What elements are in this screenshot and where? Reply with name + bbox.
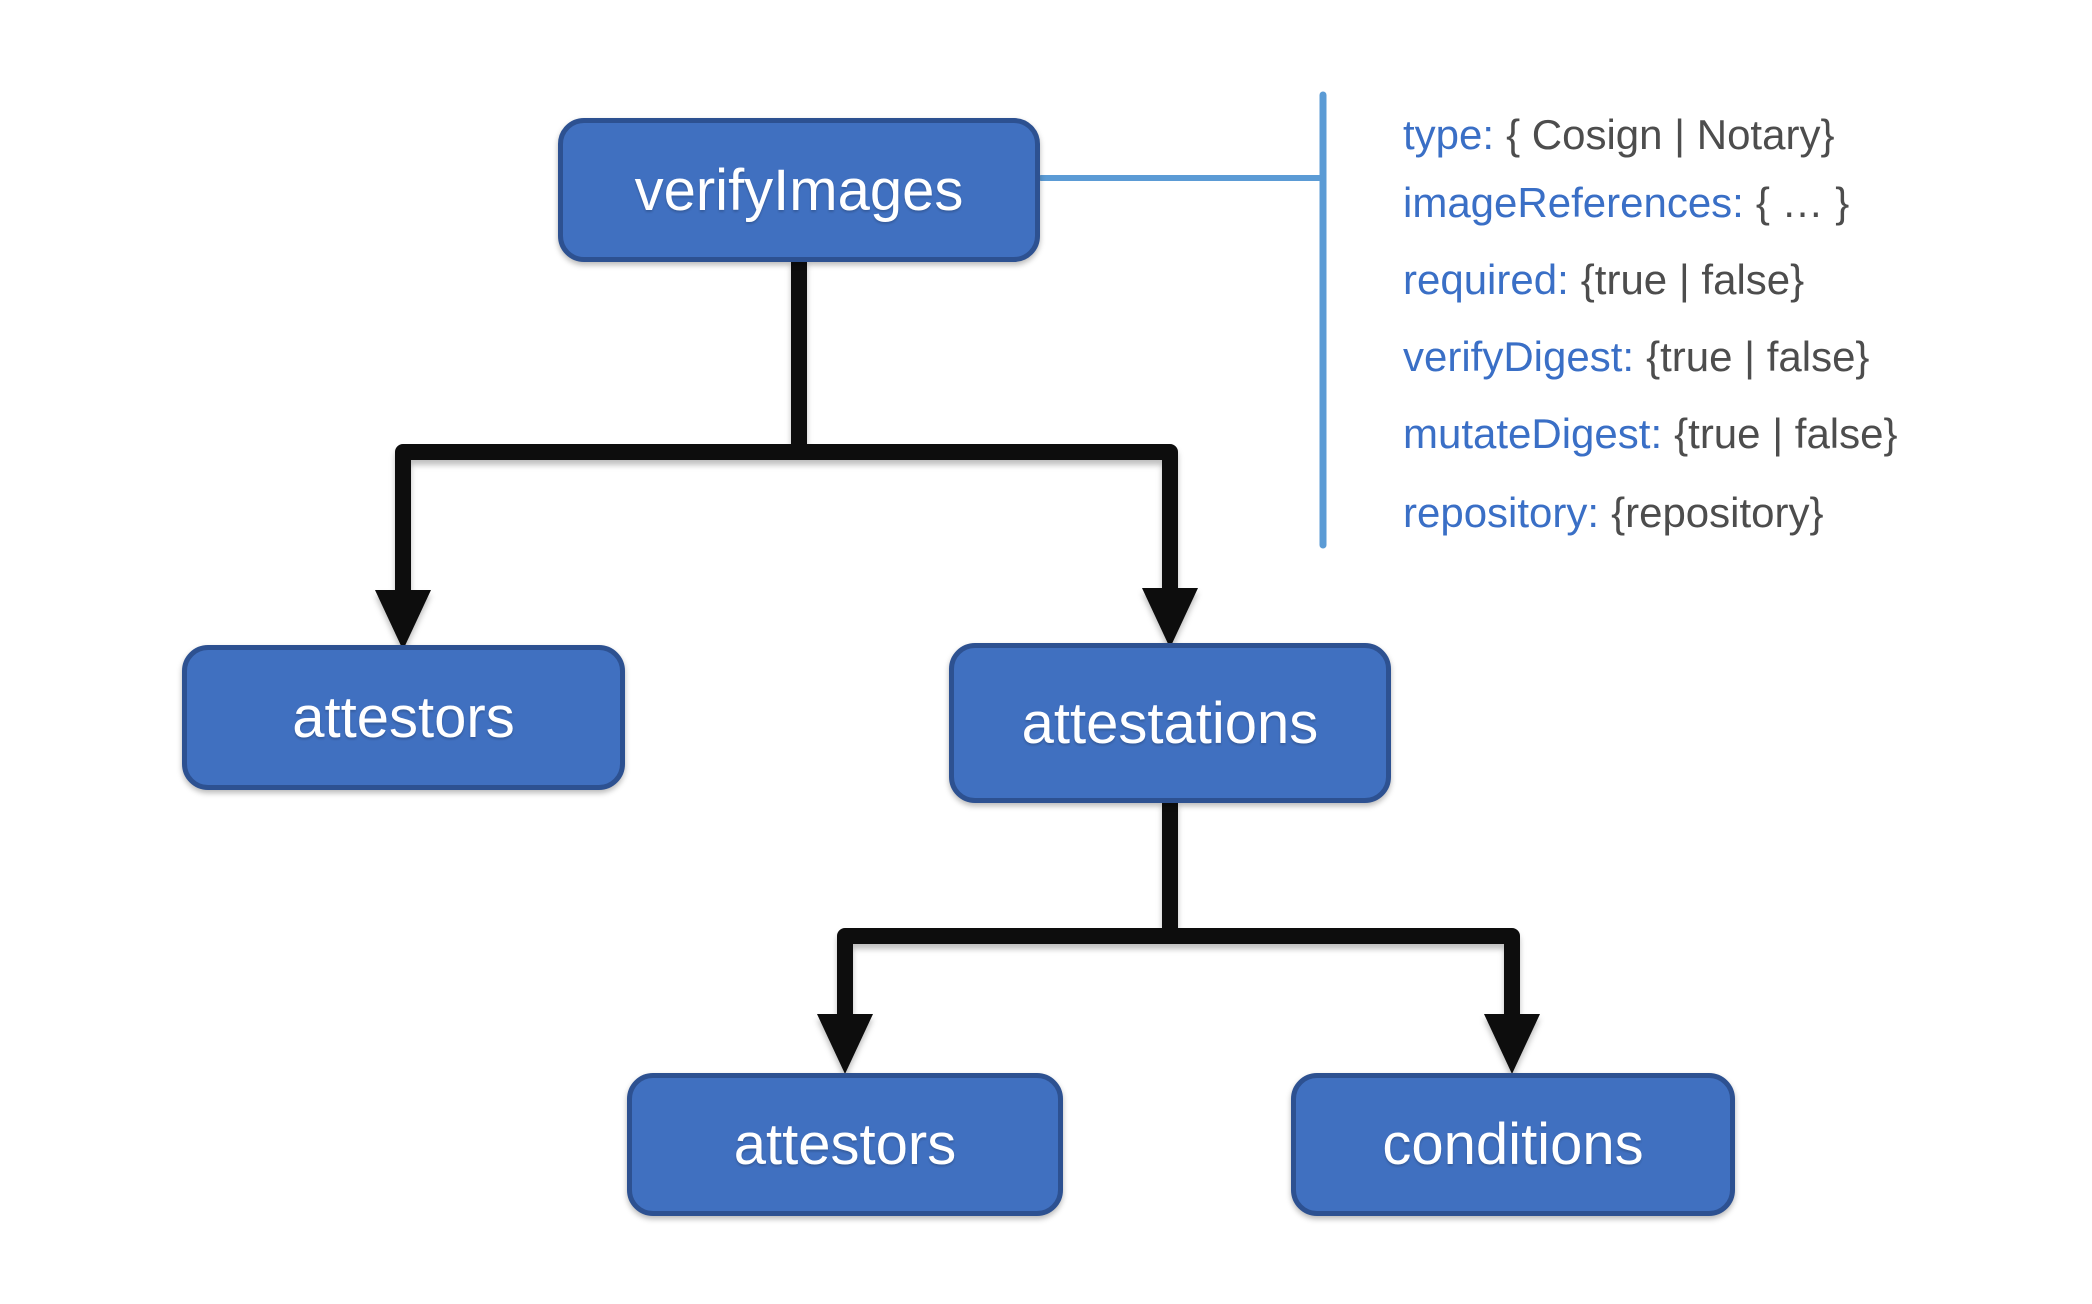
annotation-value: { Cosign | Notary} bbox=[1506, 111, 1835, 158]
annotation-key: repository: bbox=[1403, 489, 1600, 536]
annotation-row-imagereferences: imageReferences:{ … } bbox=[1403, 179, 1849, 227]
arrowhead-to-attestations bbox=[1142, 588, 1198, 648]
annotation-key: required: bbox=[1403, 256, 1569, 303]
arrowhead-to-attestors-left bbox=[375, 590, 431, 650]
node-verifyimages: verifyImages bbox=[558, 118, 1040, 262]
annotation-key: verifyDigest: bbox=[1403, 333, 1635, 380]
annotation-value: {true | false} bbox=[1580, 256, 1805, 303]
annotation-value: {repository} bbox=[1611, 489, 1824, 536]
annotation-value: { … } bbox=[1755, 179, 1850, 226]
annotation-key: type: bbox=[1403, 111, 1495, 158]
node-attestations-label: attestations bbox=[1021, 690, 1319, 756]
node-attestations: attestations bbox=[949, 643, 1391, 803]
annotation-key: imageReferences: bbox=[1403, 179, 1744, 226]
node-verifyimages-label: verifyImages bbox=[634, 157, 964, 223]
annotation-bracket bbox=[1038, 91, 1327, 549]
node-attestors-bottom: attestors bbox=[627, 1073, 1063, 1216]
annotation-row-verifydigest: verifyDigest:{true | false} bbox=[1403, 333, 1869, 381]
arrowhead-to-conditions bbox=[1484, 1014, 1540, 1074]
annotation-key: mutateDigest: bbox=[1403, 410, 1663, 457]
annotation-row-mutatedigest: mutateDigest:{true | false} bbox=[1403, 410, 1898, 458]
annotation-value: {true | false} bbox=[1674, 410, 1898, 457]
node-conditions-label: conditions bbox=[1382, 1112, 1644, 1177]
node-attestors-left: attestors bbox=[182, 645, 625, 790]
edge-verifyimages-branch bbox=[395, 444, 1178, 592]
annotation-row-type: type:{ Cosign | Notary} bbox=[1403, 111, 1834, 159]
node-attestors-left-label: attestors bbox=[292, 685, 515, 750]
edge-attestations-branch bbox=[837, 928, 1520, 1016]
annotation-value: {true | false} bbox=[1646, 333, 1870, 380]
arrowhead-to-attestors-bottom bbox=[817, 1014, 873, 1074]
annotation-row-required: required:{true | false} bbox=[1403, 256, 1804, 304]
node-attestors-bottom-label: attestors bbox=[733, 1112, 957, 1177]
node-conditions: conditions bbox=[1291, 1073, 1735, 1216]
annotation-row-repository: repository:{repository} bbox=[1403, 489, 1824, 537]
